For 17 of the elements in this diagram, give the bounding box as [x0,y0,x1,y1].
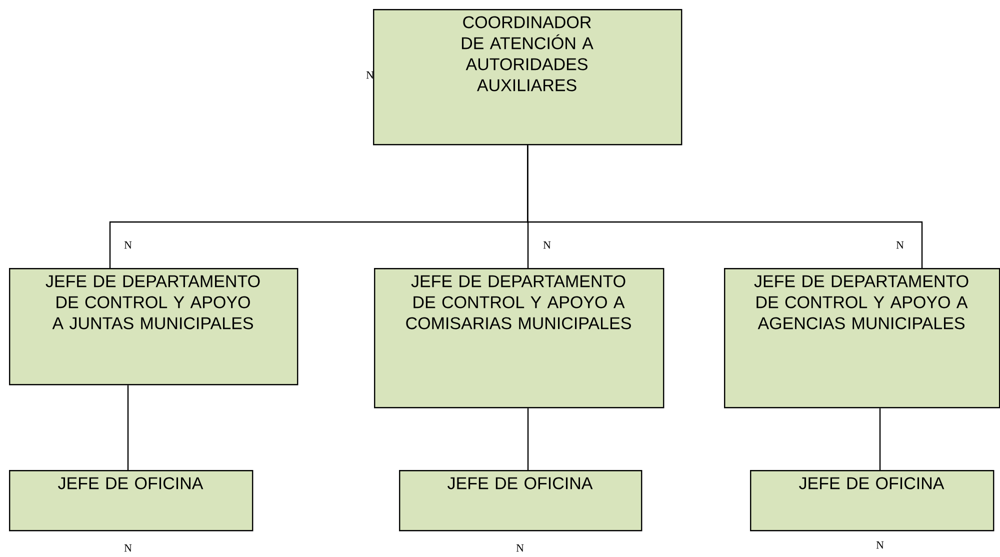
connector-line [127,385,129,470]
org-box: JEFE DE OFICINA [750,470,994,532]
connector-line [527,408,529,470]
org-box: JEFE DE DEPARTAMENTO DE CONTROL Y APOYO A JUNTAS MUNICIPALES [9,268,298,386]
position-label: N [124,544,132,552]
org-box: COORDINADOR DE ATENCIÓN A AUTORIDADES AUXILIARES [373,9,682,146]
org-box: JEFE DE OFICINA [399,470,642,532]
org-box: JEFE DE DEPARTAMENTO DE CONTROL Y APOYO A COMISARIAS MUNICIPALES [374,268,664,408]
position-label: N [124,241,132,249]
position-label: N [876,541,884,549]
position-label: N [896,241,904,249]
connector-line [527,145,923,268]
position-label: N [516,544,524,552]
position-label: N [543,241,551,249]
connector-line [879,408,881,470]
org-box: JEFE DE DEPARTAMENTO DE CONTROL Y APOYO A AGENCIAS MUNICIPALES [724,268,1000,408]
org-box: JEFE DE OFICINA [9,470,254,532]
